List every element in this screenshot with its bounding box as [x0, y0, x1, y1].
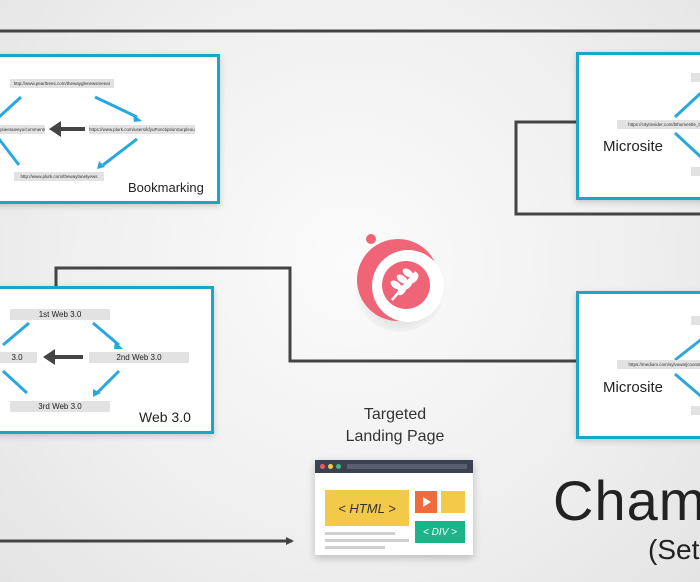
html-tag-text: < HTML >	[338, 500, 396, 516]
microsite-bottom-label: Microsite	[603, 379, 664, 396]
html-block: < HTML >	[325, 490, 409, 526]
microsite-top-panel: Ne https://citytinsider.com/bthumentle_t…	[576, 52, 700, 200]
web3-node-right[interactable]: 2nd Web 3.0	[89, 352, 189, 363]
web3-arrows	[1, 321, 123, 397]
browser-window-illustration: < HTML > < DIV >	[315, 460, 473, 555]
bookmark-url-bottom[interactable]: http://www.plurk.com/thewaylanetyews	[14, 172, 104, 181]
side-block	[441, 491, 465, 513]
web3-panel: 1st Web 3.0 3.0 2nd Web 3.0 3rd Web 3.0 …	[0, 286, 214, 434]
text-line-1	[325, 532, 395, 535]
microsite-top-url-bottom[interactable]: ht	[691, 167, 700, 176]
wheat-logo-icon	[354, 234, 446, 332]
bookmark-url-right[interactable]: https://www.plurk.com/users/kfyuPonctipt…	[89, 125, 195, 134]
play-video-block	[415, 491, 437, 513]
div-block: < DIV >	[415, 521, 465, 543]
microsite-bottom-url-top-stub	[691, 316, 700, 325]
web3-to-microsite-connector	[52, 266, 580, 363]
text-line-2	[325, 539, 409, 542]
div-tag-text: < DIV >	[423, 526, 457, 538]
browser-dot-red-icon	[320, 464, 325, 469]
bookmark-url-left[interactable]: gsieesueeyu/comments/	[0, 125, 45, 134]
web3-node-left[interactable]: 3.0	[0, 352, 37, 363]
web3-label: Web 3.0	[139, 409, 191, 425]
landing-page-heading: Targeted Landing Page	[320, 404, 470, 448]
bookmarking-label: Bookmarking	[128, 180, 204, 195]
bookmarking-arrows	[0, 95, 142, 169]
microsite-top-url-main[interactable]: https://citytinsider.com/bthumentle_tvs/…	[617, 120, 700, 129]
bookmarking-panel: http://www.pearltrees.com/thewayglenewsm…	[0, 54, 220, 204]
browser-dot-green-icon	[336, 464, 341, 469]
microsite-top-arrows	[673, 91, 700, 159]
browser-dot-yellow-icon	[328, 464, 333, 469]
web3-node-bottom[interactable]: 3rd Web 3.0	[10, 401, 110, 412]
browser-titlebar	[315, 460, 473, 473]
web3-node-top[interactable]: 1st Web 3.0	[10, 309, 110, 320]
microsite-bottom-arrows	[674, 338, 700, 398]
landing-heading-line2: Landing Page	[345, 428, 445, 445]
microsite-bottom-panel: https://medium.com/sylvuwa/jcoonst/wh Mi…	[576, 291, 700, 439]
landing-heading-line1: Targeted	[363, 406, 427, 423]
microsite-top-bracket	[514, 120, 700, 216]
microsite-top-url-top[interactable]: Ne	[691, 73, 700, 82]
bookmark-url-top[interactable]: http://www.pearltrees.com/thewayglenewsm…	[10, 79, 114, 88]
microsite-bottom-url-main[interactable]: https://medium.com/sylvuwa/jcoonst/wh	[617, 360, 700, 369]
headline-sub: (Set	[648, 534, 700, 565]
microsite-bottom-url-bottom-stub	[691, 406, 700, 415]
microsite-top-label: Microsite	[603, 138, 664, 155]
browser-address-bar	[347, 464, 467, 469]
play-icon	[423, 497, 431, 507]
text-line-3	[325, 546, 385, 549]
headline-main: Cham	[553, 469, 700, 532]
